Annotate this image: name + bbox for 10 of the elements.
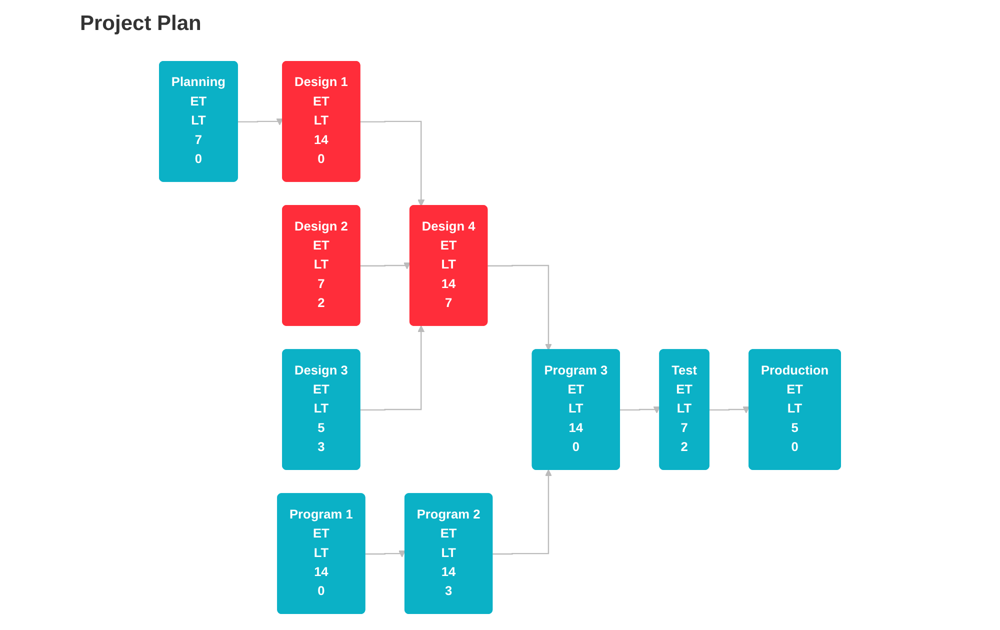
arrow <box>620 406 660 414</box>
arrow <box>492 469 552 555</box>
diagram-title: Project Plan <box>80 12 202 36</box>
arrow <box>488 264 552 350</box>
arrow <box>709 406 750 414</box>
arrow <box>360 262 411 270</box>
arrow <box>360 120 425 206</box>
arrow <box>365 550 406 558</box>
arrow <box>238 118 284 126</box>
arrow <box>360 325 425 411</box>
